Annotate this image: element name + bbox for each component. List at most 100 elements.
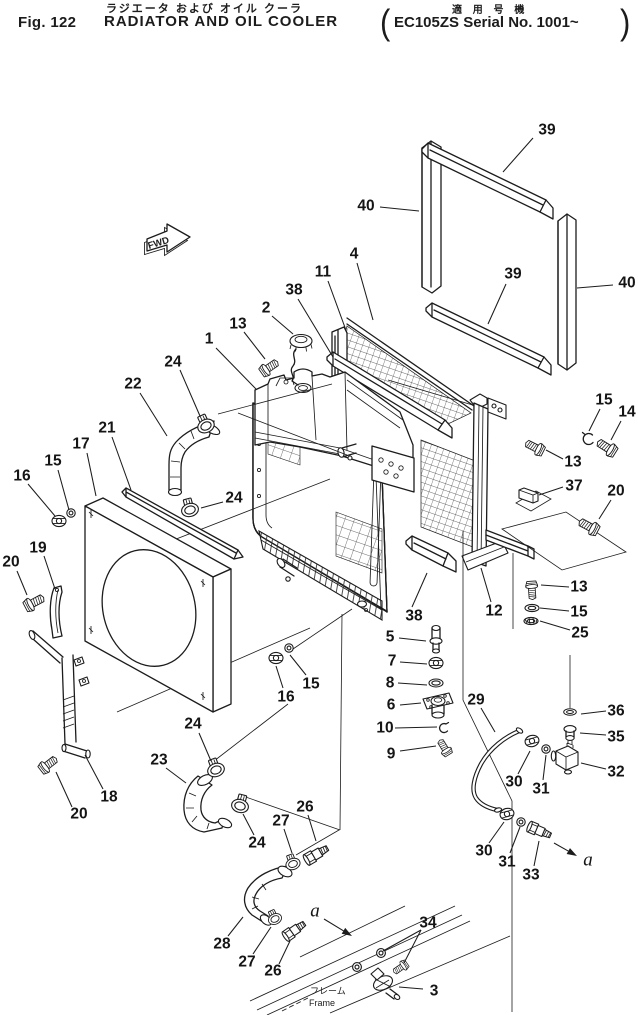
callout-2: 2: [262, 300, 271, 317]
spacer-37: [518, 487, 539, 504]
callout-10: 10: [376, 720, 393, 737]
leader-line-8: [397, 682, 428, 686]
connector-26-upper: [301, 842, 331, 867]
plug-35: [563, 725, 577, 744]
connector-26-lower: [280, 918, 309, 943]
seal-strip-40-right: [557, 213, 577, 371]
leader-line-37: [538, 486, 564, 496]
fwd-direction-arrow: FWD: [144, 223, 191, 257]
bolt-14: [593, 435, 620, 460]
callout-11: 11: [315, 264, 332, 281]
callout-24: 24: [225, 490, 243, 507]
leader-line-9: [399, 745, 437, 752]
nut-16-left: [51, 514, 67, 528]
hose-28: [243, 865, 293, 926]
callout-19: 19: [29, 540, 47, 557]
leader-line-36: [580, 710, 607, 715]
callout-20: 20: [2, 554, 19, 571]
washer-15-center: [284, 643, 294, 653]
seal-strip-39-bottom: [425, 302, 552, 376]
leader-line-20: [598, 499, 612, 520]
callout-23: 23: [150, 752, 168, 769]
callout-15: 15: [570, 604, 588, 621]
view-marker-a: a: [310, 901, 352, 936]
bolt-20-right: [575, 514, 602, 538]
callout-8: 8: [386, 675, 395, 692]
callout-4: 4: [350, 246, 359, 263]
callout-17: 17: [72, 436, 89, 453]
callout-18: 18: [100, 789, 118, 806]
leader-line-13: [545, 449, 564, 460]
radiator-cap-2: [289, 333, 313, 386]
sleeve-31-upper: [541, 744, 551, 754]
leader-line-13: [540, 584, 570, 588]
callout-31: 31: [498, 854, 516, 871]
view-letter-a: a: [310, 901, 320, 922]
leader-line-24: [198, 732, 212, 762]
callout-25: 25: [571, 625, 589, 642]
callout-32: 32: [607, 764, 624, 781]
callout-39: 39: [538, 122, 556, 139]
leader-line-3: [398, 986, 424, 990]
callout-40: 40: [357, 198, 374, 215]
callout-22: 22: [124, 376, 141, 393]
callout-40: 40: [618, 275, 635, 292]
construction-lines: [106, 383, 627, 1012]
leader-line-15: [289, 654, 307, 676]
leader-line-30: [488, 821, 505, 844]
nut-16-center: [268, 651, 284, 665]
view-arrow-head: [566, 848, 577, 856]
leader-line-24: [179, 369, 201, 417]
frame-label-japanese: フレーム: [310, 986, 346, 996]
view-arrow-tail: [553, 842, 569, 852]
leader-line-26: [307, 814, 317, 842]
leader-line-20: [55, 771, 73, 808]
callout-28: 28: [213, 936, 231, 953]
callout-7: 7: [388, 653, 397, 670]
bolt-13-upper-right: [522, 436, 547, 458]
leader-line-38: [297, 298, 334, 358]
oil-cooler-top-header: [346, 317, 475, 411]
leader-line-7: [399, 661, 428, 665]
seal-strip-40-left: [421, 140, 442, 294]
callout-16: 16: [277, 689, 295, 706]
callout-1: 1: [205, 331, 214, 348]
leader-line-11: [327, 280, 348, 334]
leader-line-29: [480, 707, 496, 733]
serial-note-japanese: 適 用 号 機: [452, 5, 529, 16]
callout-9: 9: [387, 746, 396, 763]
callout-26: 26: [264, 963, 282, 980]
callout-33: 33: [522, 867, 540, 884]
leader-line-17: [86, 452, 97, 497]
callout-37: 37: [565, 478, 582, 495]
leader-line-34: [403, 929, 422, 964]
leader-line-2: [271, 315, 294, 335]
washer-15-left: [66, 508, 76, 518]
leader-line-21: [111, 436, 132, 491]
oil-cooler: [326, 317, 535, 573]
radiator-bottom-band: [258, 529, 383, 621]
leader-line-15: [57, 469, 70, 511]
callout-14: 14: [618, 404, 636, 421]
leader-line-14: [610, 420, 622, 441]
view-arrow-tail: [323, 918, 344, 932]
callout-15: 15: [44, 453, 62, 470]
callout-34: 34: [419, 915, 437, 932]
callout-24: 24: [248, 835, 266, 852]
leader-line-27: [252, 926, 272, 955]
mount-stand-12: [461, 393, 509, 571]
bolt-20-left-upper: [21, 590, 48, 614]
leader-line-31: [509, 826, 521, 854]
grommet-34-b: [352, 962, 362, 972]
bolt-13-cap-area: [257, 356, 282, 379]
figure-title: RADIATOR AND OIL COOLER: [104, 13, 339, 30]
leader-line-34: [382, 929, 422, 952]
leader-line-16: [27, 483, 56, 517]
leader-line-24: [200, 501, 224, 509]
leader-line-35: [579, 732, 607, 736]
radiator-outlet-stub: [276, 557, 298, 582]
callout-30: 30: [475, 843, 492, 860]
connector-33: [525, 820, 554, 842]
